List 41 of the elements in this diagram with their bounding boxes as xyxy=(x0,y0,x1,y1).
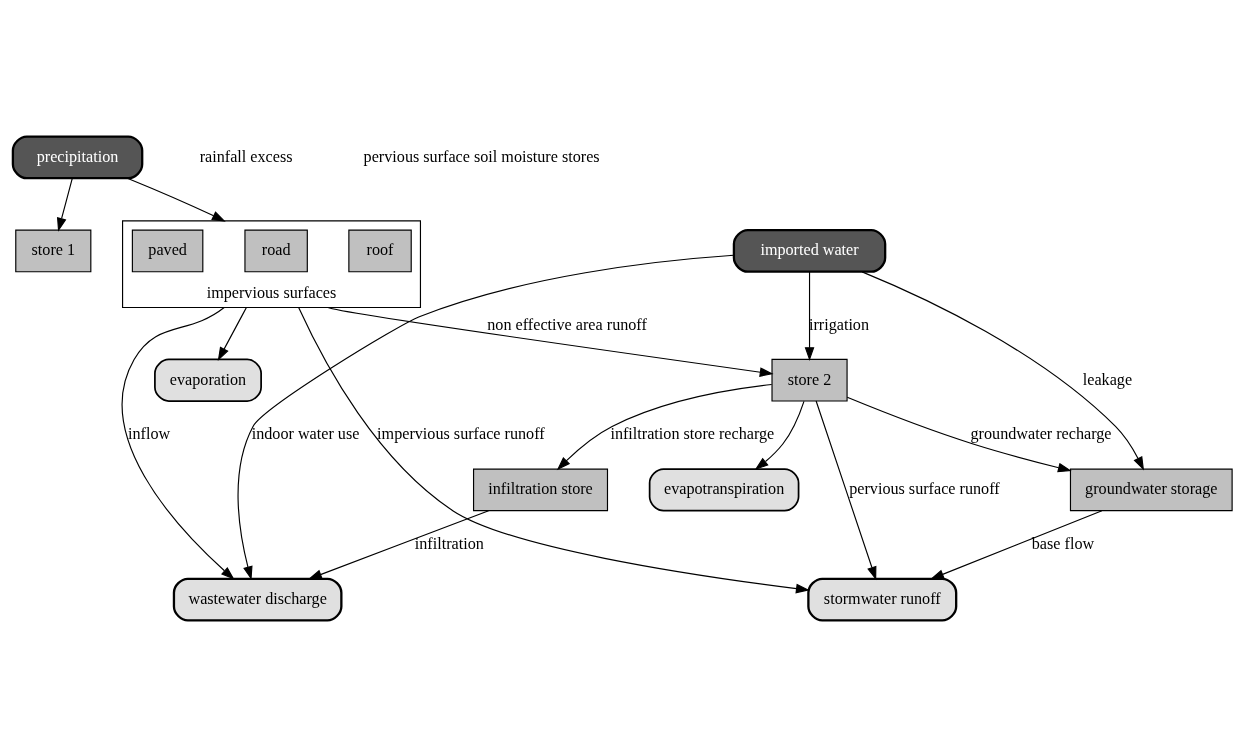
node-box: roof xyxy=(348,229,412,272)
node-box: infiltration store xyxy=(473,468,609,511)
label: rainfall excess xyxy=(199,147,293,165)
arrow xyxy=(815,399,877,580)
edge-label: non effective area runoff xyxy=(487,315,647,333)
edge-label: indoor water use xyxy=(251,424,360,442)
arrow xyxy=(556,383,773,470)
node-box: precipitation xyxy=(11,134,144,179)
node-box: groundwater storage xyxy=(1069,468,1233,511)
arrow xyxy=(861,270,1145,471)
arrow xyxy=(217,306,247,361)
node-box: store 1 xyxy=(15,229,92,272)
edge-label: irrigation xyxy=(808,315,870,333)
edge-label: base flow xyxy=(1031,534,1095,552)
edge-label: pervious surface runoff xyxy=(849,479,1000,497)
node-box: paved xyxy=(131,229,204,272)
node-box: wastewater discharge xyxy=(172,577,343,622)
node-box: evapotranspiration xyxy=(648,467,800,512)
node-box: road xyxy=(244,229,308,272)
arrow xyxy=(126,177,226,222)
edge-label: infiltration xyxy=(414,534,484,552)
edge-label: inflow xyxy=(128,424,171,442)
arrow xyxy=(930,509,1103,579)
edge-label: leakage xyxy=(1082,370,1133,387)
node-box: imported water xyxy=(732,228,887,273)
node-box: store 2 xyxy=(771,358,848,402)
edge-label: groundwater recharge xyxy=(970,424,1112,442)
arrow xyxy=(237,254,735,580)
arrow xyxy=(298,306,810,593)
arrow xyxy=(121,306,235,580)
arrow xyxy=(308,509,490,579)
node-box: evaporation xyxy=(154,358,262,402)
arrow xyxy=(846,396,1072,472)
edge-label: impervious surface runoff xyxy=(377,424,545,442)
label: pervious surface soil moisture stores xyxy=(363,147,600,165)
arrow xyxy=(754,400,805,470)
arrow xyxy=(56,177,73,232)
edge-label: infiltration store recharge xyxy=(610,424,775,442)
node-box: stormwater runoff xyxy=(807,577,958,622)
arrow xyxy=(804,270,815,361)
arrow xyxy=(327,306,774,377)
